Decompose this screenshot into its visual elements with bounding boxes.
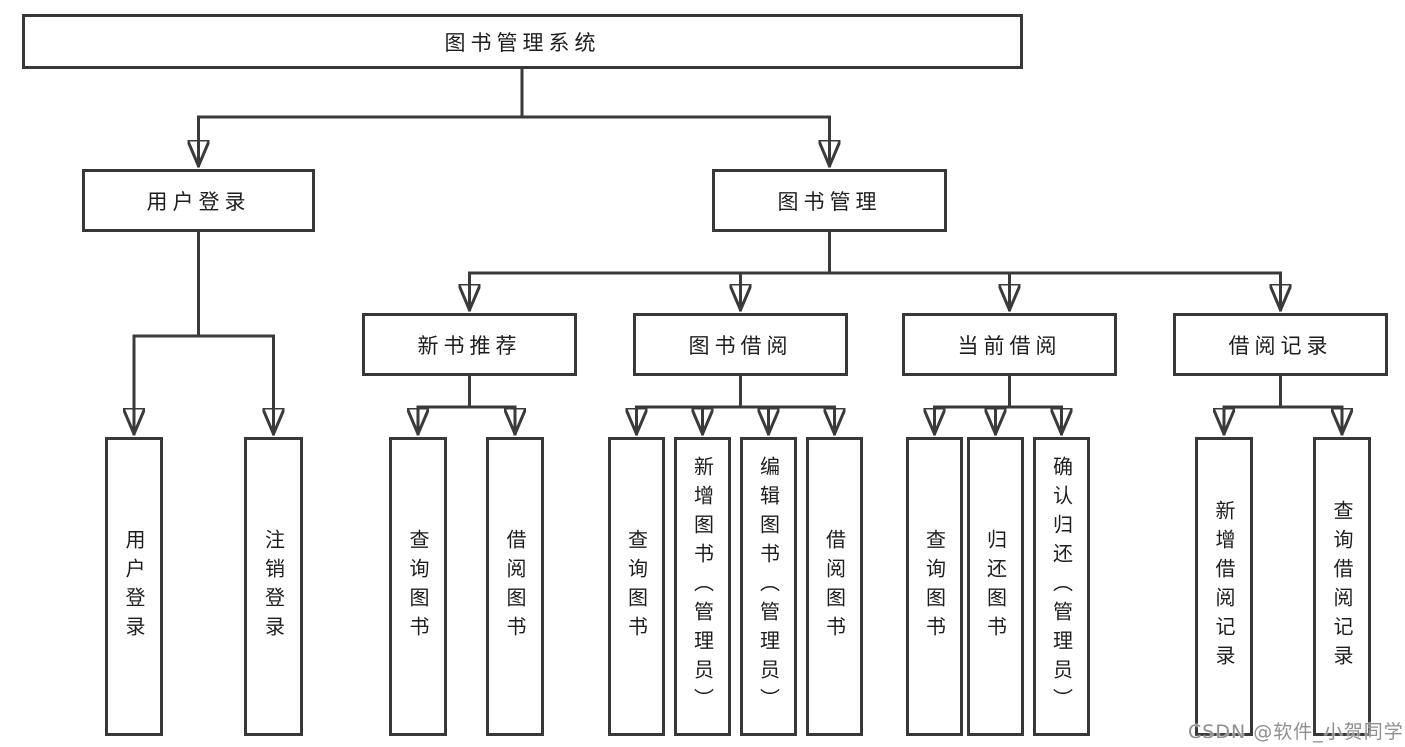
leaf-borrow-books-recommend-label: 借阅图书 [503,528,527,645]
node-book-management-label: 图书管理 [777,189,882,214]
leaf-borrow-books-label: 借阅图书 [822,528,847,645]
node-book-borrow-label: 图书借阅 [688,333,793,358]
leaf-query-books-recommend-label: 查询图书 [406,528,430,645]
leaf-user-login: 用户登录 [105,437,163,736]
leaf-edit-books-admin: 编辑图书（管理员） [740,437,797,736]
leaf-query-borrow-record: 查询借阅记录 [1313,437,1371,736]
leaf-add-borrow-record: 新增借阅记录 [1195,437,1253,736]
leaf-query-borrow-record-label: 查询借阅记录 [1330,499,1354,674]
node-new-book-recommend: 新书推荐 [362,313,577,376]
leaf-borrow-books-recommend: 借阅图书 [486,437,544,736]
leaf-return-books: 归还图书 [967,437,1024,736]
leaf-query-books-borrow-label: 查询图书 [624,528,649,645]
leaf-borrow-books: 借阅图书 [806,437,863,736]
node-borrow-records: 借阅记录 [1173,313,1388,376]
node-book-borrow: 图书借阅 [633,313,848,376]
leaf-add-books-admin-label: 新增图书（管理员） [690,456,715,717]
leaf-user-login-label: 用户登录 [122,528,146,645]
leaf-logout-login: 注销登录 [244,437,303,736]
node-current-borrow-label: 当前借阅 [957,333,1062,358]
leaf-confirm-return-admin-label: 确认归还（管理员） [1049,456,1074,717]
leaf-edit-books-admin-label: 编辑图书（管理员） [756,456,781,717]
node-book-management: 图书管理 [712,169,947,232]
leaf-add-borrow-record-label: 新增借阅记录 [1212,499,1236,674]
node-root-label: 图书管理系统 [444,30,601,55]
node-user-login-label: 用户登录 [146,189,251,214]
watermark-text: CSDN @软件_小贺同学 [1188,721,1404,743]
node-new-book-recommend-label: 新书推荐 [417,333,522,358]
node-root: 图书管理系统 [22,14,1023,69]
leaf-add-books-admin: 新增图书（管理员） [674,437,731,736]
node-borrow-records-label: 借阅记录 [1228,333,1333,358]
node-user-login: 用户登录 [82,169,315,232]
leaf-query-books-current: 查询图书 [906,437,963,736]
leaf-query-books-recommend: 查询图书 [389,437,447,736]
leaf-confirm-return-admin: 确认归还（管理员） [1033,437,1090,736]
leaf-logout-login-label: 注销登录 [261,528,286,645]
leaf-query-books-current-label: 查询图书 [922,528,947,645]
node-current-borrow: 当前借阅 [902,313,1117,376]
leaf-return-books-label: 归还图书 [983,528,1008,645]
leaf-query-books-borrow: 查询图书 [608,437,665,736]
